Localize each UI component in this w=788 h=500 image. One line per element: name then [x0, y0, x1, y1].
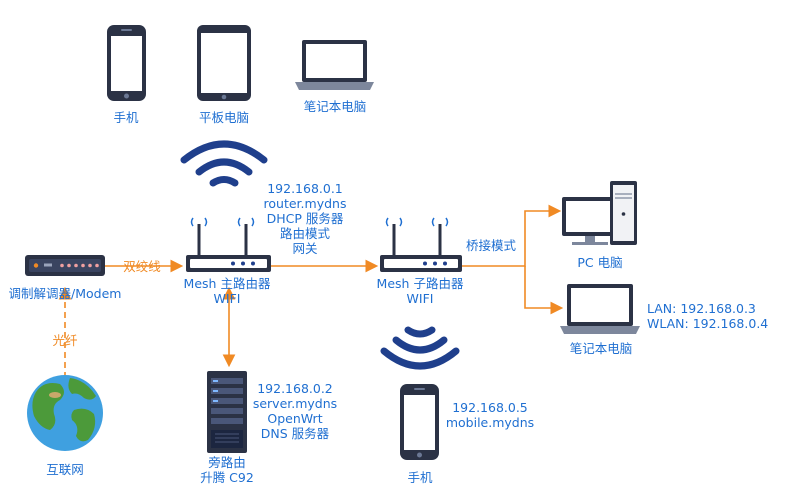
- phone-icon: [107, 25, 146, 101]
- main-router-ip: 192.168.0.1: [267, 181, 343, 196]
- side-router-label: 旁路由 升腾 C92: [200, 455, 254, 485]
- sub-router-to-laptop-link: [524, 266, 564, 315]
- pc-icon: [562, 181, 637, 245]
- main-router-gateway: 网关: [292, 241, 318, 256]
- laptop-right-icon: [560, 284, 640, 334]
- side-router-icon: [207, 371, 247, 453]
- side-router-info: 192.168.0.2 server.mydns OpenWrt DNS 服务器: [253, 381, 337, 441]
- side-router-model: 升腾 C92: [200, 470, 254, 485]
- internet-label: 互联网: [46, 462, 84, 477]
- main-router-wifi: WIFI: [213, 291, 241, 306]
- laptop-icon: [295, 40, 374, 90]
- main-router-label: Mesh 主路由器 WIFI: [184, 276, 271, 306]
- main-router-name: Mesh 主路由器: [183, 276, 271, 291]
- bridge-mode-label: 桥接模式: [465, 238, 517, 253]
- mobile-info: 192.168.0.5 mobile.mydns: [446, 400, 534, 430]
- modem-label: 调制解调器/Modem: [8, 286, 122, 301]
- side-router-dns: DNS 服务器: [260, 426, 330, 441]
- tablet-label: 平板电脑: [198, 110, 250, 125]
- side-router-os: OpenWrt: [267, 411, 323, 426]
- laptop-lan: LAN: 192.168.0.3: [647, 301, 756, 316]
- phone-bottom-label: 手机: [407, 470, 433, 485]
- sub-router-label: Mesh 子路由器 WIFI: [377, 276, 464, 306]
- twisted-pair-label: 双绞线: [123, 259, 161, 274]
- main-router-host: router.mydns: [263, 196, 347, 211]
- side-router-ip: 192.168.0.2: [257, 381, 333, 396]
- laptop-right-label: 笔记本电脑: [569, 341, 633, 356]
- fiber-label: 光纤: [52, 333, 78, 348]
- sub-router-to-pc-link: [460, 204, 562, 267]
- sub-router-icon: [380, 217, 462, 272]
- modem-icon: [25, 255, 105, 276]
- main-router-dhcp: DHCP 服务器: [266, 211, 344, 226]
- phone-bottom-icon: [400, 384, 439, 460]
- phone-top-label: 手机: [113, 110, 139, 125]
- laptop-info: LAN: 192.168.0.3 WLAN: 192.168.0.4: [647, 301, 768, 331]
- side-router-name: 旁路由: [208, 455, 246, 470]
- wifi-signal-icon: [180, 140, 268, 187]
- mobile-host: mobile.mydns: [445, 415, 535, 430]
- main-router-mode: 路由模式: [279, 226, 330, 241]
- globe-icon: [27, 375, 103, 451]
- sub-router-wifi: WIFI: [406, 291, 434, 306]
- sub-router-name: Mesh 子路由器: [376, 276, 464, 291]
- main-router-info: 192.168.0.1 router.mydns DHCP 服务器 路由模式 网…: [264, 181, 347, 256]
- laptop-wlan: WLAN: 192.168.0.4: [647, 316, 769, 331]
- mobile-ip: 192.168.0.5: [452, 400, 528, 415]
- wifi-signal-bottom-icon: [380, 326, 460, 370]
- laptop-top-label: 笔记本电脑: [303, 99, 367, 114]
- side-router-host: server.mydns: [252, 396, 338, 411]
- main-router-icon: [186, 217, 271, 272]
- pc-label: PC 电脑: [577, 255, 623, 270]
- tablet-icon: [197, 25, 251, 101]
